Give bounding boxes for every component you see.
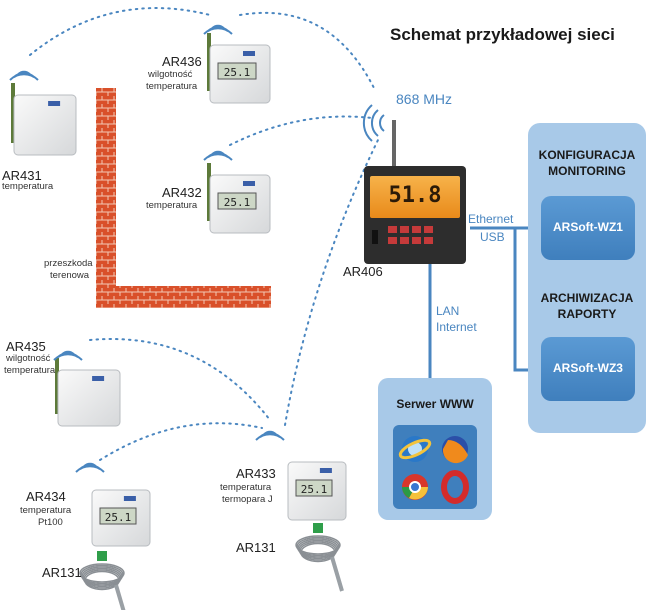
brick-wall-obstacle [96, 88, 271, 308]
config-header-line2: MONITORING [548, 164, 626, 178]
firefox-icon [442, 436, 468, 464]
signal-icon-ar406 [362, 104, 385, 142]
ar406-name: AR406 [343, 264, 383, 279]
sensor-display-value: 25.1 [224, 66, 251, 79]
ar434-name: AR434 [26, 489, 66, 504]
antenna [207, 163, 211, 221]
usb-label: USB [480, 230, 505, 244]
ar406-controller [364, 120, 466, 264]
ar406-display-value: 51.8 [388, 183, 442, 208]
ar435-name: AR435 [6, 339, 46, 354]
brand-logo [92, 376, 105, 381]
sensor-display-value: 25.1 [301, 483, 328, 496]
archive-header-line1: ARCHIWIZACJA [540, 291, 634, 305]
link-ar436-ar406 [239, 11, 376, 91]
radio-links [29, 7, 379, 461]
ar431-desc: temperatura [2, 181, 54, 192]
ar131-probe-right [295, 523, 344, 592]
signal-icon [75, 462, 105, 473]
obstacle-label-line1: przeszkoda [44, 258, 93, 269]
brand-logo [243, 181, 255, 186]
ar433-desc1: temperatura [220, 482, 272, 493]
probe-tip [330, 556, 344, 592]
internet-explorer-icon [398, 436, 432, 462]
sensor-display-value: 25.1 [224, 196, 251, 209]
ar433-desc2: termopara J [222, 494, 273, 505]
sensor-display [217, 192, 257, 210]
arsoft-wz3-label[interactable]: ARSoft-WZ3 [553, 361, 623, 375]
arsoft-wz1-label[interactable]: ARSoft-WZ1 [553, 220, 623, 234]
sensor-display [295, 479, 333, 497]
chrome-icon [402, 474, 428, 500]
ar431-housing [13, 94, 77, 156]
ar434-desc1: temperatura [20, 505, 72, 516]
obstacle-label-line2: terenowa [50, 270, 90, 281]
opera-icon [441, 470, 469, 504]
signal-icon [9, 70, 39, 81]
link-ar433-ar406 [284, 139, 379, 426]
ar432-sensor-device: 25.1 [203, 150, 271, 234]
antenna [11, 83, 15, 143]
probe-left-name: AR131 [42, 565, 82, 580]
ethernet-label: Ethernet [468, 212, 514, 226]
archive-header-line2: RAPORTY [557, 307, 617, 321]
signal-icon [53, 350, 83, 361]
antenna [55, 358, 59, 414]
signal-icon [255, 430, 285, 441]
ar432-desc: temperatura [146, 200, 198, 211]
signal-icon [203, 150, 233, 161]
antenna [207, 33, 211, 91]
ar432-name: AR432 [162, 185, 202, 200]
sensor-display-value: 25.1 [105, 511, 132, 524]
brand-logo [123, 496, 136, 501]
probe-right-name: AR131 [236, 540, 276, 555]
arsoft-wz1-button [541, 196, 635, 260]
ar431-name: AR431 [2, 168, 42, 183]
sensor-display [99, 507, 137, 525]
link-ar434-ar433 [99, 422, 263, 461]
probe-connector [97, 551, 107, 561]
ar435-sensor-device [53, 350, 121, 427]
link-ar435-ar433 [89, 338, 271, 421]
link-ar432-ar406 [229, 115, 373, 146]
ar436-name: AR436 [162, 54, 202, 69]
signal-icon [203, 24, 233, 35]
ar435-housing [57, 369, 121, 427]
ar131-probe-left [79, 551, 126, 610]
ar436-desc1: wilgotność [148, 69, 193, 80]
probe-connector [313, 523, 323, 533]
ar436-sensor-device: 25.1 [203, 24, 271, 104]
ar436-desc2: temperatura [146, 81, 198, 92]
brand-logo [319, 468, 332, 473]
ar433-name: AR433 [236, 466, 276, 481]
ar433-sensor-device: 25.1 [255, 430, 347, 521]
ar435-desc1: wilgotność [6, 353, 51, 364]
arsoft-wz3-button [541, 337, 635, 401]
probe-tip [114, 584, 126, 610]
ar434-desc2: Pt100 [38, 517, 63, 528]
lan-label: LAN [436, 304, 460, 318]
brand-logo [48, 101, 61, 106]
sensor-display [217, 62, 257, 80]
server-label: Serwer WWW [396, 397, 474, 411]
ar431-sensor-device [9, 70, 77, 156]
ar435-desc2: temperatura [4, 365, 56, 376]
frequency-label: 868 MHz [396, 91, 453, 107]
brand-logo [243, 51, 255, 56]
diagram-title: Schemat przykładowej sieci [390, 25, 615, 44]
link-ar431-ar436 [29, 7, 211, 56]
config-header-line1: KONFIGURACJA [538, 148, 636, 162]
ar434-sensor-device: 25.1 [75, 462, 151, 547]
internet-label: Internet [436, 320, 477, 334]
